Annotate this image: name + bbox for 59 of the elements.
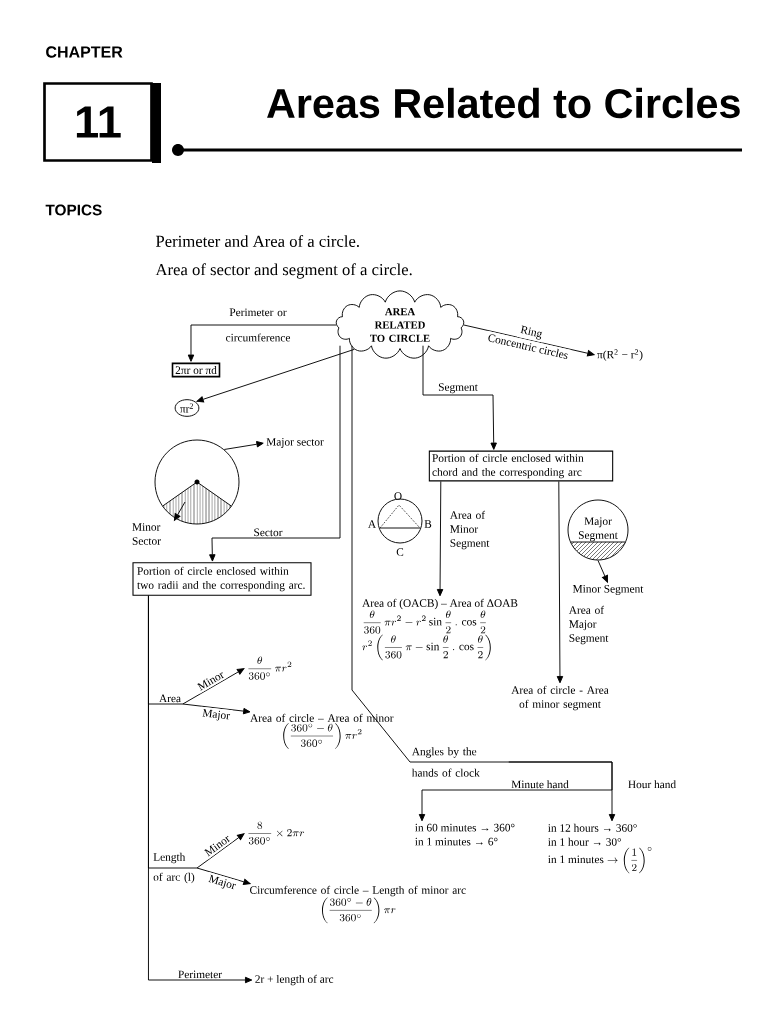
arrow: [597, 560, 608, 583]
result-text: in 12 hours → 360° in 1 hour → 30° $\text{in 1 minutes}\rightarrow\left(\frac{1}{2}\right)^{\circ}$: [548, 823, 652, 874]
arrow: [148, 595, 253, 984]
formula-text: Area of circle – Area of minor $\left(\frac{360^{\circ}-\theta}{360^{\circ}}\right)\pi r^{2}$: [250, 713, 394, 749]
arrow: [187, 324, 337, 362]
formula-text: Circumference of circle – Length of minor arc $\left(\frac{360^{\circ}-\theta}{360^{\circ}}\right)\pi r$: [250, 885, 466, 924]
edge-label: Segment: [438, 383, 478, 394]
result-text: in 60 minutes → 360° in 1 minutes → 6°: [415, 823, 515, 846]
branch-text: Area: [159, 694, 181, 703]
point-label: B: [424, 520, 432, 528]
edge-label: Hour hand: [628, 780, 676, 789]
point-label: A: [368, 520, 376, 528]
concept-cloud: AREA RELATED TO CIRCLE: [335, 290, 465, 359]
topic-text: Perimeter and Area of a circle.: [155, 235, 359, 247]
arrow: [209, 345, 341, 562]
chapter-label: CHAPTER: [46, 46, 123, 58]
arrow: [196, 867, 251, 885]
arrow: [182, 703, 251, 715]
arrow: [196, 833, 245, 869]
edge-label: Major: [199, 706, 233, 725]
topic-text: Area of sector and segment of a circle.: [155, 263, 412, 279]
definition-box: Portion of circle enclosed within chord and the corresponding arc: [428, 450, 614, 482]
result-text: 2r + length of arc: [255, 974, 334, 986]
edge-label: Major: [204, 872, 240, 895]
arrow: [182, 668, 245, 705]
formula-text: π(R$^{2}$ − r$^{2}$): [597, 349, 643, 361]
part-label: Minor Segment: [572, 585, 644, 595]
section-heading: TOPICS: [45, 204, 102, 216]
arrow: [463, 324, 595, 357]
edge-label: Area of Minor Segment: [449, 510, 490, 550]
definition-box: Portion of circle enclosed within two radii and the corresponding arc.: [132, 562, 312, 596]
part-label: Minor Sector: [132, 523, 161, 545]
formula-box: 2πr or πd: [171, 362, 221, 378]
arrow: [436, 480, 444, 597]
edge-label: Minute hand: [511, 780, 569, 789]
branch-text: Length of arc (l): [153, 852, 195, 884]
edge-label: Minor: [193, 667, 228, 694]
arrow: [173, 501, 186, 521]
part-label: Major sector: [266, 438, 324, 448]
edge-label: Area of Major Segment: [568, 605, 609, 645]
result-text: Area of circle - Area of minor segment: [511, 685, 609, 711]
formula-text: Area of (OACB) – Area of ΔOAB $\frac{\theta}{360}\,\pi r^{2}-r^{2}\sin\frac{\theta}{2}\,.\,\cos\frac{\theta}{2}$ $r^{2}\left(\frac{\theta}{360}\,\pi-\sin\frac{\theta}{2}\,.\,\cos\frac{\theta}{2}\right)$: [362, 598, 518, 661]
edge-label: Perimeter: [178, 970, 222, 979]
arrow: [556, 480, 564, 684]
edge-label: Perimeter or circumference: [226, 308, 291, 342]
segment-circle-drawing: Major Segment: [567, 499, 629, 561]
chapter-number-box: 11: [43, 82, 161, 163]
arrow: [223, 441, 264, 450]
edge-label: Sector: [254, 528, 283, 537]
formula-text: $\frac{\theta}{360^{\circ}}\,\pi r^{2}$: [248, 656, 292, 680]
branch-text: Angles by the hands of clock: [411, 747, 480, 777]
arrow: [508, 761, 616, 822]
point-label: C: [396, 548, 404, 556]
arrow: [422, 345, 497, 450]
formula-text: $\frac{8}{360^{\circ}}\times 2\pi r$: [248, 821, 305, 845]
sector-circle-drawing: [154, 439, 240, 525]
chapter-title: Areas Related to Circles: [267, 87, 740, 119]
point-label: O: [394, 492, 402, 500]
arrow: [196, 348, 355, 403]
